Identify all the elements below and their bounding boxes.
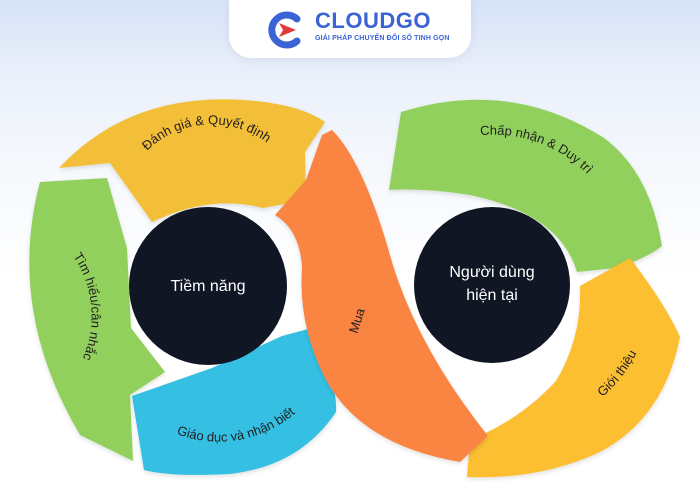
segment-purchase [275, 130, 488, 462]
segment-evaluate [59, 99, 325, 222]
segment-educate [132, 328, 337, 475]
current-user-label-line2: hiện tại [466, 287, 518, 304]
center-circle-current-user [414, 207, 570, 363]
logo-header: CLOUDGO GIẢI PHÁP CHUYỂN ĐỔI SỐ TINH GỌN [229, 0, 471, 58]
brand-name: CLOUDGO [315, 8, 431, 33]
prospect-label: Tiềm năng [171, 278, 246, 295]
segment-research [29, 178, 165, 461]
brand-tagline: GIẢI PHÁP CHUYỂN ĐỔI SỐ TINH GỌN [315, 35, 450, 42]
center-circle-prospect [129, 207, 287, 365]
current-user-label-line1: Người dùng [449, 264, 534, 281]
cloudgo-logo-icon [268, 11, 301, 49]
segment-adopt [389, 99, 662, 273]
segment-refer [467, 258, 680, 478]
